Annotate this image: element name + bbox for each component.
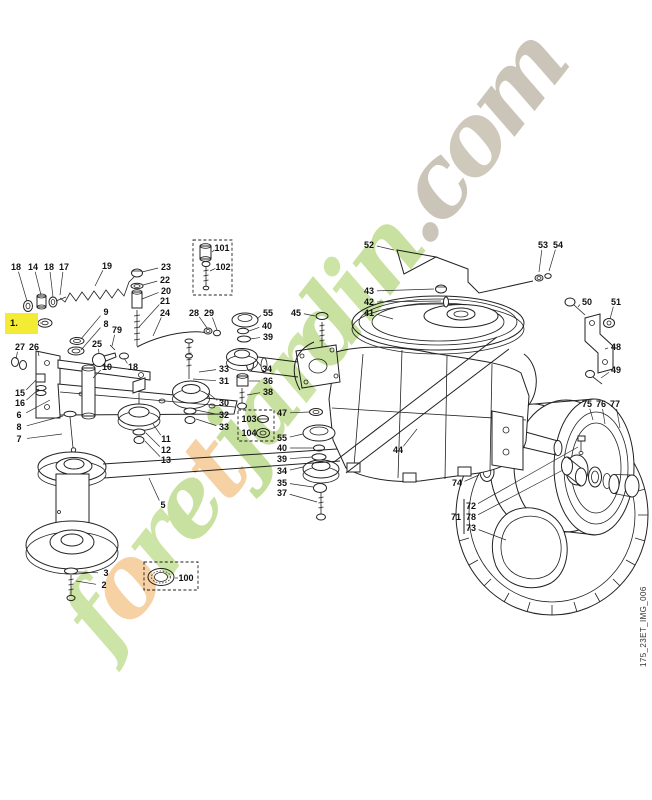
part-label-41: 41 bbox=[363, 308, 375, 318]
pulley-34-stack-art bbox=[226, 312, 259, 410]
part-label-49: 49 bbox=[610, 365, 622, 375]
part-label-30: 30 bbox=[218, 398, 230, 408]
part-label-8: 8 bbox=[103, 319, 109, 329]
part-label-26: 26 bbox=[28, 342, 40, 352]
part-label-102: 102 bbox=[215, 262, 231, 272]
part-label-25: 25 bbox=[91, 339, 103, 349]
idler-stack-lower-art bbox=[302, 424, 340, 521]
part-label-16: 16 bbox=[14, 398, 26, 408]
bracket-plate-art bbox=[11, 337, 238, 453]
part-label-13: 13 bbox=[160, 455, 172, 465]
part-label-50: 50 bbox=[581, 297, 593, 307]
part-label-29: 29 bbox=[203, 308, 215, 318]
part-label-22: 22 bbox=[159, 275, 171, 285]
part-label-73: 73 bbox=[465, 523, 477, 533]
part-label-19: 19 bbox=[101, 261, 113, 271]
part-label-71: 71 bbox=[450, 512, 462, 522]
option-box-101-102 bbox=[192, 239, 233, 296]
belt-art bbox=[102, 448, 341, 479]
part-label-74: 74 bbox=[451, 478, 463, 488]
part-label-55: 55 bbox=[262, 308, 274, 318]
drawing-reference-code: 175_23ET_IMG_006 bbox=[639, 586, 648, 667]
part-label-6: 6 bbox=[16, 410, 22, 420]
part-label-9: 9 bbox=[103, 307, 109, 317]
part-label-39: 39 bbox=[262, 332, 274, 342]
part-label-55: 55 bbox=[276, 433, 288, 443]
part-label-43: 43 bbox=[363, 286, 375, 296]
part-label-11: 11 bbox=[161, 434, 171, 444]
part-label-17: 17 bbox=[58, 262, 70, 272]
part-label-12: 12 bbox=[160, 445, 172, 455]
part-label-76: 76 bbox=[595, 399, 607, 409]
option-box-103-104 bbox=[237, 409, 275, 442]
part-label-35: 35 bbox=[276, 478, 288, 488]
part-label-72: 72 bbox=[465, 501, 477, 511]
part-label-18: 18 bbox=[10, 262, 22, 272]
part-label-8: 8 bbox=[16, 422, 22, 432]
part-label-51: 51 bbox=[610, 297, 622, 307]
highlighted-part-number: 1. bbox=[10, 318, 18, 329]
option-box-100 bbox=[143, 561, 199, 591]
part-label-5: 5 bbox=[160, 500, 166, 510]
part-label-79: 79 bbox=[111, 325, 123, 335]
highlighted-part-label: 1. bbox=[5, 313, 38, 334]
part-label-24: 24 bbox=[159, 308, 171, 318]
part-label-15: 15 bbox=[14, 388, 26, 398]
part-label-78: 78 bbox=[465, 512, 477, 522]
part-label-38: 38 bbox=[262, 387, 274, 397]
part-label-23: 23 bbox=[160, 262, 172, 272]
part-label-33: 33 bbox=[218, 364, 230, 374]
pulley-30-art bbox=[172, 338, 210, 424]
part-label-75: 75 bbox=[581, 399, 593, 409]
part-label-100: 100 bbox=[178, 573, 194, 583]
part-label-34: 34 bbox=[261, 364, 273, 374]
part-label-101: 101 bbox=[214, 243, 230, 253]
hardware-row-art bbox=[23, 293, 67, 328]
part-label-18: 18 bbox=[127, 362, 139, 372]
part-label-18: 18 bbox=[43, 262, 55, 272]
part-label-54: 54 bbox=[552, 240, 564, 250]
part-label-47: 47 bbox=[276, 408, 288, 418]
part-label-44: 44 bbox=[392, 445, 404, 455]
part-label-20: 20 bbox=[160, 286, 172, 296]
part-label-42: 42 bbox=[363, 297, 375, 307]
part-label-52: 52 bbox=[363, 240, 375, 250]
part-label-36: 36 bbox=[262, 376, 274, 386]
part-label-33: 33 bbox=[218, 422, 230, 432]
part-label-32: 32 bbox=[218, 410, 230, 420]
part-label-10: 10 bbox=[101, 362, 113, 372]
part-label-2: 2 bbox=[101, 580, 107, 590]
support-bracket-art bbox=[564, 297, 615, 385]
part-label-3: 3 bbox=[103, 568, 109, 578]
part-label-104: 104 bbox=[241, 428, 257, 438]
part-label-39: 39 bbox=[276, 454, 288, 464]
part-label-34: 34 bbox=[276, 466, 288, 476]
idler-pulley-11-art bbox=[117, 377, 161, 444]
part-label-40: 40 bbox=[261, 321, 273, 331]
part-label-48: 48 bbox=[610, 342, 622, 352]
part-label-103: 103 bbox=[241, 414, 257, 424]
part-label-27: 27 bbox=[14, 342, 26, 352]
spring-linkage-art bbox=[59, 268, 221, 348]
part-label-40: 40 bbox=[276, 443, 288, 453]
part-label-31: 31 bbox=[218, 376, 230, 386]
part-label-37: 37 bbox=[276, 488, 288, 498]
left-pulley-stack-art bbox=[25, 451, 119, 602]
part-label-53: 53 bbox=[537, 240, 549, 250]
part-label-28: 28 bbox=[188, 308, 200, 318]
belt-diagonal-art bbox=[333, 336, 510, 474]
part-label-45: 45 bbox=[290, 308, 302, 318]
transmission-pulley-art bbox=[351, 284, 525, 355]
part-label-7: 7 bbox=[16, 434, 22, 444]
part-label-77: 77 bbox=[609, 399, 621, 409]
brake-rod-art bbox=[396, 249, 552, 294]
part-label-21: 21 bbox=[159, 296, 171, 306]
part-label-14: 14 bbox=[27, 262, 39, 272]
